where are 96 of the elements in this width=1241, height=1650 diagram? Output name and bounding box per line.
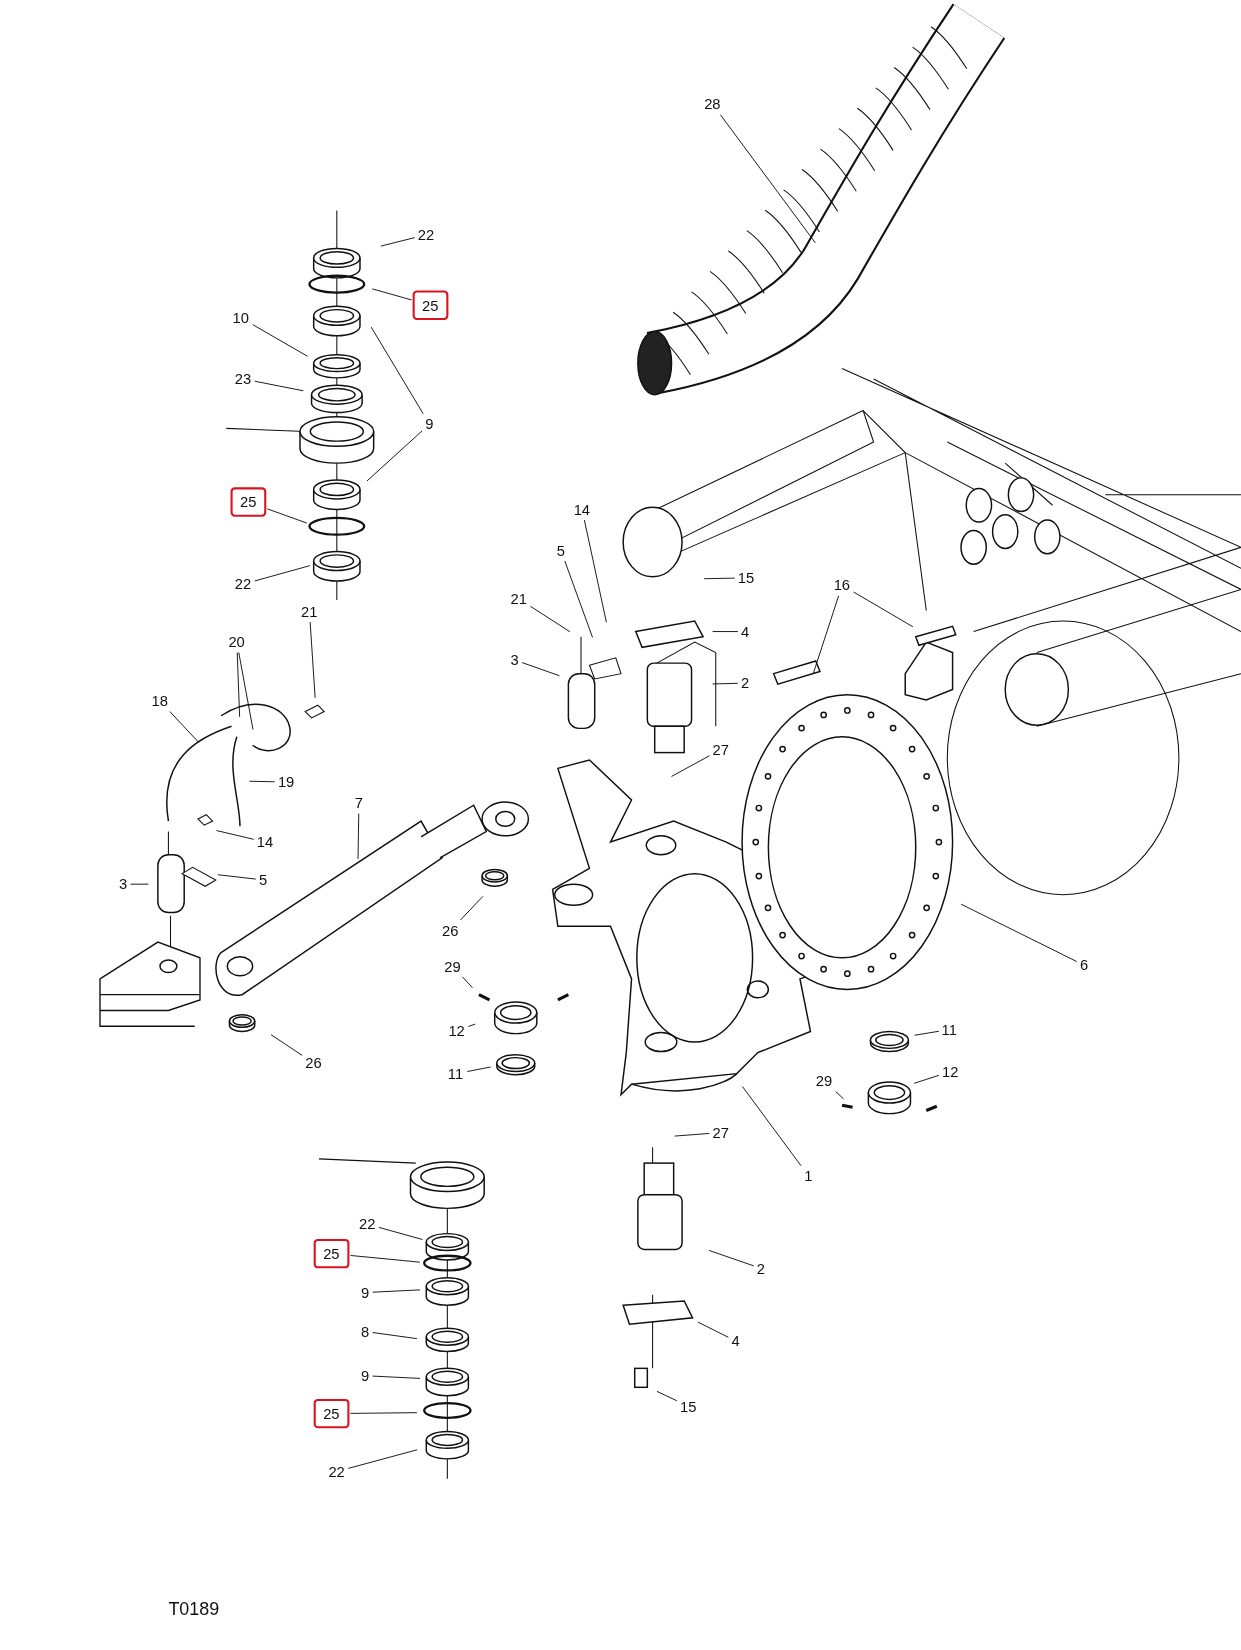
- leader-line: [460, 895, 484, 921]
- callout-number: 2: [754, 1258, 768, 1278]
- callout-number: 5: [554, 541, 568, 560]
- callout-number: 20: [226, 632, 247, 652]
- leader-line: [674, 1132, 710, 1137]
- leader-line: [564, 560, 593, 638]
- callout-number: 7: [352, 793, 366, 813]
- leader-line: [530, 605, 571, 633]
- callout-number: 15: [677, 1396, 699, 1416]
- leader-line: [309, 621, 316, 699]
- leader-line: [254, 565, 311, 582]
- callout-number: 22: [326, 1462, 347, 1481]
- leader-line: [521, 662, 560, 677]
- leader-line: [347, 1449, 418, 1469]
- callout-number: 21: [508, 589, 529, 609]
- callout-number: 21: [298, 602, 320, 621]
- callout-number: 14: [571, 500, 593, 519]
- callout-number: 22: [356, 1214, 378, 1234]
- callout-number: 4: [729, 1331, 742, 1351]
- leader-line: [656, 1390, 678, 1402]
- leader-line: [741, 1086, 802, 1167]
- callout-number: 3: [508, 650, 521, 670]
- drawing-number: T0189: [168, 1598, 220, 1620]
- callout-number: 18: [149, 691, 171, 711]
- leader-line: [835, 1091, 844, 1100]
- callout-number: 9: [358, 1283, 372, 1303]
- leader-line: [216, 830, 255, 840]
- callout-number: 23: [232, 369, 254, 389]
- leader-line: [712, 631, 739, 633]
- leader-line: [266, 508, 308, 524]
- leader-line: [169, 711, 200, 743]
- leader-line: [670, 755, 710, 777]
- callout-number: 5: [256, 870, 270, 890]
- leader-line: [583, 519, 607, 623]
- callout-number: 1: [802, 1166, 815, 1186]
- leader-line: [252, 324, 309, 357]
- leader-line: [466, 1066, 492, 1072]
- callout-number: 9: [358, 1366, 372, 1386]
- callout-number: 12: [446, 1021, 467, 1040]
- callout-number: 2: [738, 673, 752, 693]
- leader-line: [130, 883, 149, 885]
- callout-number: 11: [939, 1019, 959, 1039]
- highlighted-callout-number: 25: [412, 290, 448, 320]
- callout-number: 27: [710, 739, 732, 759]
- callout-number: 11: [445, 1064, 466, 1084]
- callout-number: 9: [423, 414, 436, 434]
- leader-line: [270, 1034, 303, 1056]
- leader-line: [960, 903, 1078, 963]
- leader-line: [378, 1226, 423, 1240]
- callout-number: 28: [702, 94, 723, 114]
- leader-line: [712, 682, 739, 685]
- leader-line: [380, 237, 416, 247]
- callout-number: 6: [1077, 955, 1091, 975]
- callout-number: 4: [738, 622, 752, 641]
- callout-number: 22: [415, 225, 437, 245]
- leader-line: [372, 1289, 421, 1293]
- leader-line: [236, 652, 241, 718]
- callout-number: 3: [116, 874, 130, 894]
- callout-number: 16: [831, 575, 853, 595]
- leader-line: [708, 1249, 755, 1267]
- leader-line: [461, 976, 473, 989]
- leader-line: [350, 1255, 421, 1263]
- callout-number: 29: [442, 956, 463, 976]
- leader-line: [357, 813, 360, 860]
- callout-number: 12: [939, 1062, 961, 1081]
- callout-number: 19: [275, 772, 297, 792]
- leader-line: [853, 591, 914, 628]
- leader-line: [366, 430, 423, 482]
- highlighted-callout-number: 25: [230, 487, 266, 517]
- leader-line: [697, 1321, 729, 1338]
- leader-line: [719, 114, 816, 244]
- leader-line: [370, 326, 424, 415]
- leader-line: [703, 577, 736, 580]
- leader-line: [254, 380, 304, 392]
- leader-line: [371, 288, 413, 301]
- leader-line: [914, 1030, 940, 1036]
- leader-line: [350, 1412, 418, 1414]
- callout-number: 15: [735, 568, 757, 588]
- leader-line: [372, 1332, 418, 1340]
- leader-line: [913, 1074, 940, 1084]
- callout-number: 14: [254, 832, 276, 852]
- callout-number: 22: [232, 574, 254, 594]
- leader-line: [249, 780, 276, 783]
- callout-number: 26: [440, 921, 461, 940]
- leader-line: [467, 1023, 476, 1027]
- highlighted-callout-number: 25: [313, 1398, 349, 1429]
- callout-number: 8: [358, 1322, 372, 1341]
- callout-number: 26: [303, 1053, 324, 1073]
- highlighted-callout-number: 25: [313, 1238, 349, 1269]
- leader-line: [217, 874, 257, 880]
- leader-line: [372, 1375, 421, 1379]
- callout-number: 27: [710, 1123, 732, 1143]
- leader-line: [238, 652, 254, 731]
- leader-line: [812, 595, 840, 674]
- callout-number: 10: [230, 308, 252, 328]
- callout-number: 29: [813, 1071, 835, 1091]
